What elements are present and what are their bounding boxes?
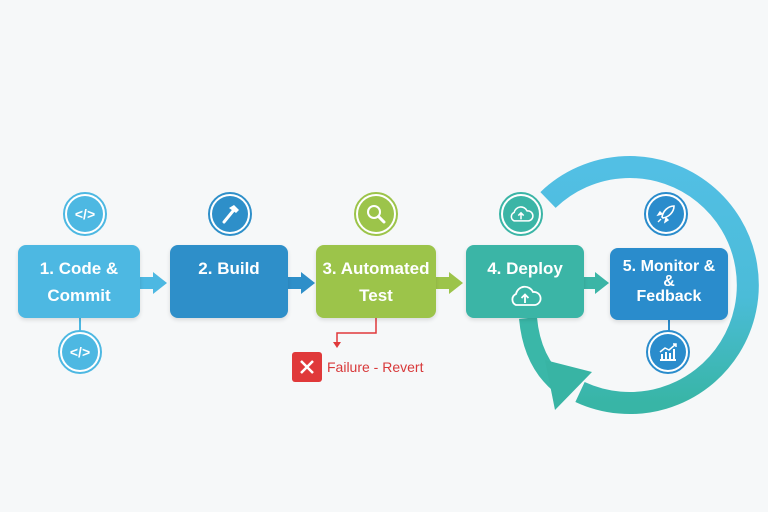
connector-line xyxy=(79,318,81,332)
bar-chart-icon xyxy=(646,330,690,374)
step-label: Commit xyxy=(47,286,111,305)
failure-revert: Failure - Revert xyxy=(292,352,423,382)
step-label: & xyxy=(663,273,675,290)
step-build[interactable]: 2. Build xyxy=(170,245,288,318)
flow-arrow-shaft xyxy=(436,277,450,289)
flow-arrow-shaft xyxy=(584,277,596,289)
step-code-commit[interactable]: 1. Code & Commit xyxy=(18,245,140,318)
failure-connector xyxy=(336,318,377,343)
step-label: Fedback xyxy=(636,288,702,305)
code-icon: </> xyxy=(63,192,107,236)
hammer-icon xyxy=(208,192,252,236)
step-deploy[interactable]: 4. Deploy xyxy=(466,245,584,318)
step-label: 3. Automated xyxy=(322,259,430,278)
step-label: 4. Deploy xyxy=(487,259,563,278)
rocket-icon xyxy=(644,192,688,236)
connector-line xyxy=(668,318,670,332)
step-label: 5. Monitor & xyxy=(622,258,716,275)
step-monitor-feedback[interactable]: 5. Monitor & & Fedback xyxy=(610,248,728,320)
x-icon xyxy=(292,352,322,382)
step-automated-test[interactable]: 3. Automated Test xyxy=(316,245,436,318)
flow-arrow xyxy=(153,272,167,294)
flow-arrow xyxy=(449,272,463,294)
cloud-upload-icon xyxy=(511,285,542,306)
flow-arrow xyxy=(595,272,609,294)
loop-arrowhead xyxy=(545,360,592,410)
step-label: 1. Code & xyxy=(39,259,119,278)
loop-arc xyxy=(540,156,759,415)
step-label: 2. Build xyxy=(198,259,260,278)
code-icon: </> xyxy=(58,330,102,374)
flow-arrow-shaft xyxy=(288,277,302,289)
flow-arrow-shaft xyxy=(140,277,154,289)
magnifier-icon xyxy=(354,192,398,236)
step-label: Test xyxy=(359,286,393,305)
flow-arrow xyxy=(301,272,315,294)
cloud-upload-icon xyxy=(499,192,543,236)
failure-label: Failure - Revert xyxy=(327,359,424,375)
